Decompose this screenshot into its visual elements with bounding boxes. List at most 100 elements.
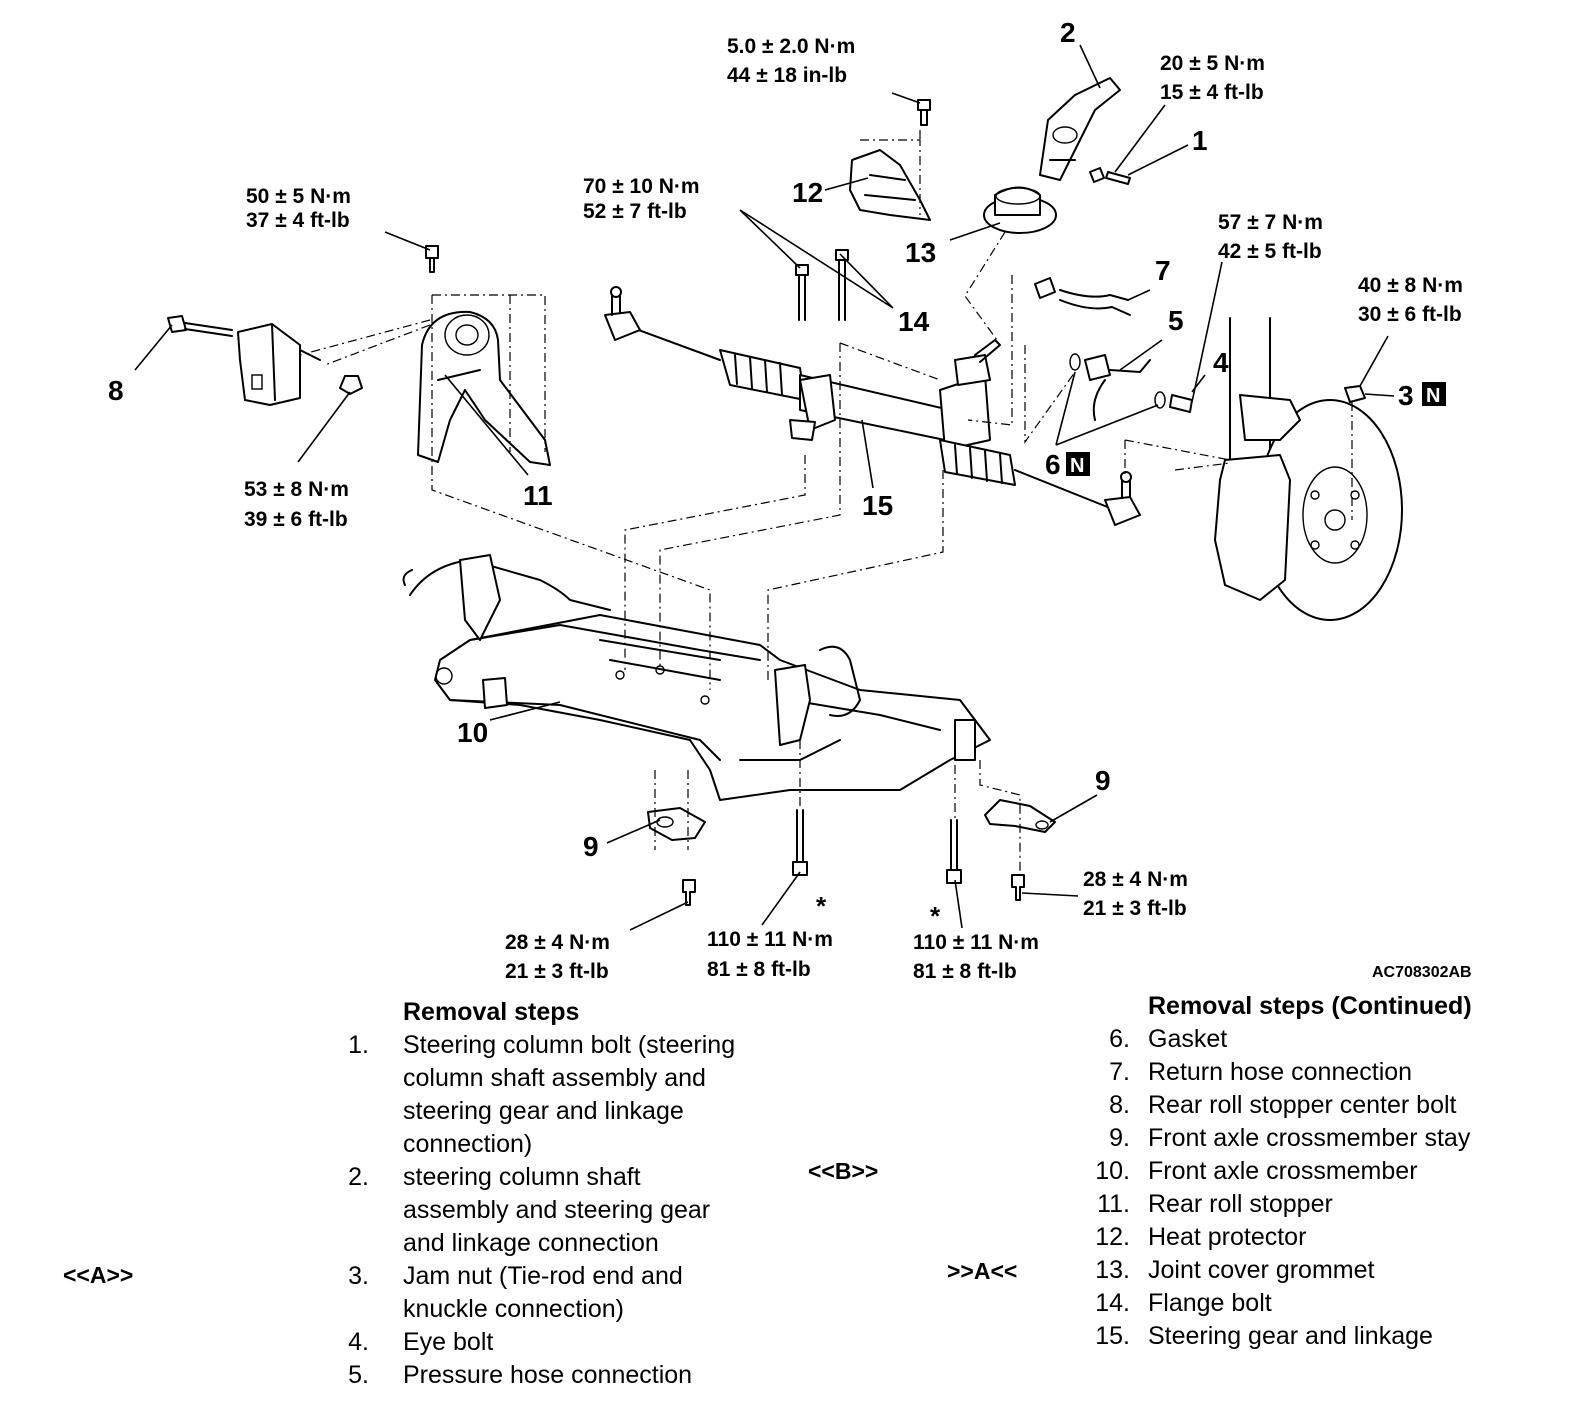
step-number: 14. — [1095, 1289, 1130, 1317]
rear-roll-stopper — [417, 310, 551, 466]
step-text-line: connection) — [403, 1130, 533, 1158]
steering-column-bolt — [1089, 167, 1131, 185]
eye-bolt — [1169, 394, 1193, 413]
step-number: 3. — [348, 1262, 369, 1290]
step-text-line: Jam nut (Tie-rod end and — [403, 1262, 683, 1290]
callout-1: 1 — [1192, 125, 1208, 156]
step-text: Rear roll stopper — [1148, 1190, 1333, 1218]
callout-numbers: 2 1 12 13 7 5 14 4 8 3 N 6 N 11 15 10 9 … — [108, 17, 1446, 862]
removal-step: 11. Rear roll stopper — [1086, 1188, 1566, 1221]
removal-step: 9. Front axle crossmember stay — [1086, 1122, 1566, 1155]
torque-heat-protector-inlb: 44 ± 18 in-lb — [727, 64, 847, 87]
crossmember-stay-right — [984, 799, 1056, 833]
step-text-line: column shaft assembly and — [403, 1064, 706, 1092]
callout-3-badge-box — [1422, 382, 1446, 406]
removal-steps-title: Removal steps — [403, 998, 580, 1026]
torque-roll-stopper-nm: 50 ± 5 N·m — [246, 185, 351, 208]
alignment-lines — [299, 130, 1353, 872]
callout-15: 15 — [862, 490, 893, 521]
callout-2: 2 — [1060, 17, 1076, 48]
step-number: 11. — [1097, 1190, 1130, 1218]
torque-labels: 5.0 ± 2.0 N·m 44 ± 18 in-lb 20 ± 5 N·m 1… — [244, 35, 1463, 983]
torque-eye-bolt-ftlb: 42 ± 5 ft-lb — [1218, 240, 1322, 263]
step-text-line: Pressure hose connection — [403, 1361, 693, 1389]
step-text: Flange bolt — [1148, 1289, 1272, 1317]
removal-step: 14. Flange bolt — [1086, 1287, 1566, 1320]
torque-crossmember-left-nm: 110 ± 11 N·m — [707, 928, 833, 951]
knuckle-and-brake-disc — [1214, 317, 1403, 621]
step-text: Rear roll stopper center bolt — [1148, 1091, 1457, 1119]
torque-column-bolt-ftlb: 15 ± 4 ft-lb — [1160, 81, 1264, 104]
torque-stopper-nut-nm: 53 ± 8 N·m — [244, 478, 349, 501]
step-number: 7. — [1109, 1058, 1130, 1086]
torque-heat-protector-nm: 5.0 ± 2.0 N·m — [727, 35, 855, 58]
callout-7: 7 — [1155, 255, 1171, 286]
torque-column-bolt-nm: 20 ± 5 N·m — [1160, 52, 1265, 75]
step-number: 10. — [1095, 1157, 1130, 1185]
torque-flange-bolt-ftlb: 52 ± 7 ft-lb — [583, 200, 687, 223]
callout-4: 4 — [1213, 347, 1229, 378]
exploded-view-diagram: 2 1 12 13 7 5 14 4 8 3 N 6 N 11 15 10 9 … — [108, 17, 1472, 983]
step-text: Joint cover grommet — [1148, 1256, 1375, 1284]
crossmember-bolt-left — [792, 809, 808, 876]
callout-14: 14 — [898, 306, 930, 337]
torque-flange-bolt-nm: 70 ± 10 N·m — [583, 175, 700, 198]
torque-stay-right-nm: 28 ± 4 N·m — [1083, 868, 1188, 891]
torque-crossmember-right-nm: 110 ± 11 N·m — [913, 931, 1039, 954]
step-number: 15. — [1095, 1322, 1130, 1350]
marker-a-removal: <<A>> — [63, 1262, 134, 1288]
removal-step: 6. Gasket — [1086, 1023, 1566, 1056]
removal-step: 10. Front axle crossmember — [1086, 1155, 1566, 1188]
callout-10: 10 — [457, 717, 488, 748]
step-text-line: Eye bolt — [403, 1328, 494, 1356]
callout-12: 12 — [792, 177, 823, 208]
torque-roll-stopper-ftlb: 37 ± 4 ft-lb — [246, 209, 350, 232]
step-text-line: steering gear and linkage — [403, 1097, 684, 1125]
step-text: Front axle crossmember stay — [1148, 1124, 1471, 1152]
heat-protector — [849, 149, 931, 221]
figure-code: AC708302AB — [1372, 964, 1472, 981]
removal-step: 15. Steering gear and linkage — [1086, 1320, 1566, 1353]
step-text-line: steering column shaft — [403, 1163, 641, 1191]
pressure-hose — [1069, 353, 1166, 421]
flange-bolts — [795, 249, 849, 321]
roll-stopper-nut — [339, 375, 363, 395]
removal-step: 8.Rear roll stopper center bolt — [1086, 1089, 1566, 1122]
steering-column-joint — [1039, 77, 1121, 181]
crossmember-bolt-right — [946, 819, 962, 884]
stay-bolt-right — [1011, 874, 1025, 901]
step-text: Steering gear and linkage — [1148, 1322, 1433, 1350]
torque-stopper-nut-ftlb: 39 ± 6 ft-lb — [244, 508, 348, 531]
step-number: 12. — [1095, 1223, 1130, 1251]
step-text: Gasket — [1148, 1025, 1228, 1053]
steering-gear-and-linkage — [604, 286, 1141, 526]
torque-stay-left-ftlb: 21 ± 3 ft-lb — [505, 960, 609, 983]
removal-step: 4.Eye bolt — [343, 1326, 783, 1359]
step-number: 1. — [348, 1031, 369, 1059]
torque-crossmember-right-ftlb: 81 ± 8 ft-lb — [913, 960, 1017, 983]
torque-crossmember-left-ftlb: 81 ± 8 ft-lb — [707, 958, 811, 981]
step-number: 9. — [1109, 1124, 1130, 1152]
step-text: Front axle crossmember — [1148, 1157, 1418, 1185]
callout-9-left: 9 — [583, 831, 599, 862]
step-text-line: and linkage connection — [403, 1229, 659, 1257]
callout-8: 8 — [108, 375, 124, 406]
callout-11: 11 — [523, 480, 553, 511]
asterisk-left: * — [816, 891, 827, 921]
step-text-line: knuckle connection) — [403, 1295, 624, 1323]
step-number: 6. — [1109, 1025, 1130, 1053]
rear-roll-stopper-center-bolt — [167, 315, 233, 337]
stay-bolt-left — [682, 879, 696, 906]
callout-13: 13 — [905, 237, 936, 268]
crossmember-stay-left — [647, 807, 706, 841]
step-number: 13. — [1095, 1256, 1130, 1284]
callout-6-badge: N — [1070, 455, 1084, 477]
removal-step: 13. Joint cover grommet — [1086, 1254, 1566, 1287]
torque-eye-bolt-nm: 57 ± 7 N·m — [1218, 211, 1323, 234]
front-axle-crossmember — [402, 554, 991, 801]
torque-jam-nut-nm: 40 ± 8 N·m — [1358, 274, 1463, 297]
joint-cover-grommet — [983, 186, 1057, 234]
